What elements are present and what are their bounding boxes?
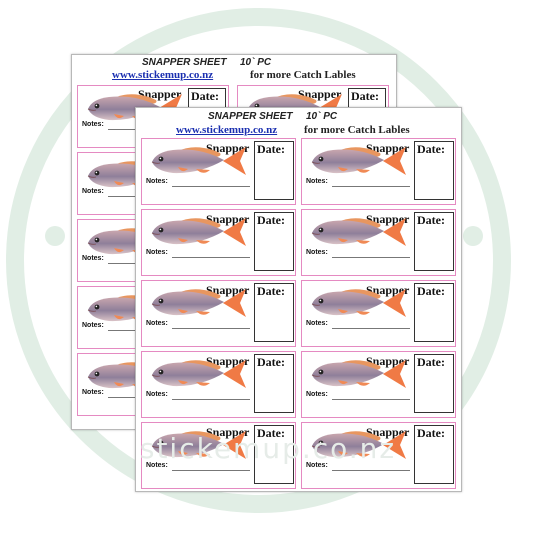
notes-line[interactable] xyxy=(332,257,410,258)
notes-label: Notes: xyxy=(82,188,104,195)
catch-label: Snapper Date: Notes: xyxy=(301,422,456,489)
notes-line[interactable] xyxy=(332,399,410,400)
notes-label: Notes: xyxy=(82,322,104,329)
snapper-fish-icon xyxy=(148,356,248,392)
date-label: Date: xyxy=(417,142,445,156)
snapper-fish-icon xyxy=(308,214,408,250)
sheet-tagline: for more Catch Lables xyxy=(304,124,410,136)
species-label: Snapper xyxy=(366,425,410,439)
date-label: Date: xyxy=(191,89,219,103)
date-label: Date: xyxy=(257,213,285,227)
snapper-fish-icon xyxy=(148,143,248,179)
front-sheet: SNAPPER SHEET 10` PC www.stickemup.co.nz… xyxy=(135,107,462,492)
date-box[interactable]: Date: xyxy=(414,212,454,271)
notes-label: Notes: xyxy=(82,255,104,262)
notes-label: Notes: xyxy=(306,320,328,327)
notes-line[interactable] xyxy=(172,470,250,471)
notes-label: Notes: xyxy=(82,121,104,128)
date-label: Date: xyxy=(417,213,445,227)
catch-label: Snapper Date: Notes: xyxy=(301,138,456,205)
snapper-fish-icon xyxy=(308,285,408,321)
watermark-dot-left xyxy=(45,226,65,246)
species-label: Snapper xyxy=(206,141,250,155)
sheet-tagline: for more Catch Lables xyxy=(250,69,356,81)
watermark-dot-right xyxy=(463,226,483,246)
date-label: Date: xyxy=(257,142,285,156)
snapper-fish-icon xyxy=(308,356,408,392)
date-label: Date: xyxy=(257,284,285,298)
notes-label: Notes: xyxy=(306,462,328,469)
website-link[interactable]: www.stickemup.co.nz xyxy=(112,69,214,81)
snapper-fish-icon xyxy=(308,143,408,179)
species-label: Snapper xyxy=(206,425,250,439)
date-box[interactable]: Date: xyxy=(254,141,294,200)
date-box[interactable]: Date: xyxy=(414,425,454,484)
sheet-title: SNAPPER SHEET xyxy=(208,111,293,122)
date-box[interactable]: Date: xyxy=(254,425,294,484)
catch-label: Snapper Date: Notes: xyxy=(301,351,456,418)
snapper-fish-icon xyxy=(148,427,248,463)
notes-label: Notes: xyxy=(306,391,328,398)
species-label: Snapper xyxy=(206,283,250,297)
catch-label: Snapper Date: Notes: xyxy=(141,138,296,205)
date-label: Date: xyxy=(417,426,445,440)
date-label: Date: xyxy=(417,355,445,369)
species-label: Snapper xyxy=(206,212,250,226)
sheet-count: 10` PC xyxy=(240,57,272,68)
notes-label: Notes: xyxy=(146,391,168,398)
catch-label: Snapper Date: Notes: xyxy=(141,351,296,418)
notes-line[interactable] xyxy=(332,328,410,329)
notes-line[interactable] xyxy=(332,186,410,187)
date-label: Date: xyxy=(351,89,379,103)
species-label: Snapper xyxy=(366,212,410,226)
catch-label: Snapper Date: Notes: xyxy=(141,280,296,347)
date-label: Date: xyxy=(257,355,285,369)
catch-label: Snapper Date: Notes: xyxy=(141,422,296,489)
watermark-text: stickemup.co.nz xyxy=(139,432,397,465)
date-box[interactable]: Date: xyxy=(254,212,294,271)
sheet-count: 10` PC xyxy=(306,111,338,122)
date-box[interactable]: Date: xyxy=(254,354,294,413)
notes-label: Notes: xyxy=(306,249,328,256)
date-label: Date: xyxy=(417,284,445,298)
species-label: Snapper xyxy=(366,354,410,368)
catch-label: Snapper Date: Notes: xyxy=(301,280,456,347)
snapper-fish-icon xyxy=(148,285,248,321)
snapper-fish-icon xyxy=(308,427,408,463)
notes-line[interactable] xyxy=(332,470,410,471)
species-label: Snapper xyxy=(366,283,410,297)
catch-label: Snapper Date: Notes: xyxy=(141,209,296,276)
notes-line[interactable] xyxy=(172,186,250,187)
species-label: Snapper xyxy=(366,141,410,155)
species-label: Snapper xyxy=(206,354,250,368)
website-link[interactable]: www.stickemup.co.nz xyxy=(176,124,278,136)
snapper-fish-icon xyxy=(148,214,248,250)
notes-label: Notes: xyxy=(146,320,168,327)
notes-label: Notes: xyxy=(146,249,168,256)
notes-line[interactable] xyxy=(172,257,250,258)
notes-line[interactable] xyxy=(172,399,250,400)
catch-label: Snapper Date: Notes: xyxy=(301,209,456,276)
notes-label: Notes: xyxy=(146,462,168,469)
date-box[interactable]: Date: xyxy=(414,283,454,342)
date-box[interactable]: Date: xyxy=(414,141,454,200)
notes-label: Notes: xyxy=(82,389,104,396)
sheet-title: SNAPPER SHEET xyxy=(142,57,227,68)
date-box[interactable]: Date: xyxy=(414,354,454,413)
notes-label: Notes: xyxy=(146,178,168,185)
notes-label: Notes: xyxy=(306,178,328,185)
date-box[interactable]: Date: xyxy=(254,283,294,342)
notes-line[interactable] xyxy=(172,328,250,329)
date-label: Date: xyxy=(257,426,285,440)
